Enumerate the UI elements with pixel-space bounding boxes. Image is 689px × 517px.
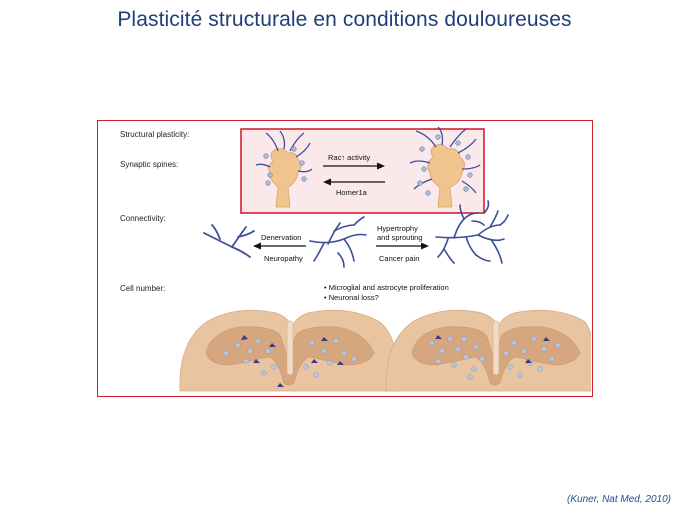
- label-structural-plasticity: Structural plasticity:: [120, 130, 189, 139]
- label-cancer-pain: Cancer pain: [379, 254, 419, 263]
- figure-frame: Structural plasticity: Synaptic spines: …: [97, 120, 593, 397]
- label-cell-number: Cell number:: [120, 284, 165, 293]
- label-neuropathy: Neuropathy: [264, 254, 303, 263]
- bullet-neuronal-loss: • Neuronal loss?: [324, 293, 379, 302]
- spinal-cord-left: [179, 309, 399, 392]
- label-homer1a: Homer1a: [336, 188, 368, 197]
- label-hypertrophy: Hypertrophy: [377, 224, 418, 233]
- label-rac-activity: Rac↑ activity: [328, 153, 370, 162]
- neuron-sprouting: [435, 200, 509, 264]
- arrow-sprouting-head: [421, 242, 429, 250]
- slide-title: Plasticité structurale en conditions dou…: [117, 8, 572, 31]
- bullet-microglial: • Microglial and astrocyte proliferation: [324, 283, 449, 292]
- spine-cell-left: [255, 130, 313, 208]
- neuron-normal: [309, 216, 367, 268]
- spine-cell-right: [409, 126, 481, 208]
- label-synaptic-spines: Synaptic spines:: [120, 160, 178, 169]
- arrow-denervation-head: [253, 242, 261, 250]
- figure-diagram: Structural plasticity: Synaptic spines: …: [120, 126, 591, 392]
- label-connectivity: Connectivity:: [120, 214, 166, 223]
- neuron-denervated: [203, 224, 255, 258]
- label-and-sprouting: and sprouting: [377, 233, 422, 242]
- spinal-cord-right: [385, 309, 591, 392]
- arrow-backward-head: [323, 178, 331, 186]
- label-denervation: Denervation: [261, 233, 301, 242]
- arrow-forward-head: [377, 162, 385, 170]
- citation: (Kuner, Nat Med, 2010): [567, 494, 671, 505]
